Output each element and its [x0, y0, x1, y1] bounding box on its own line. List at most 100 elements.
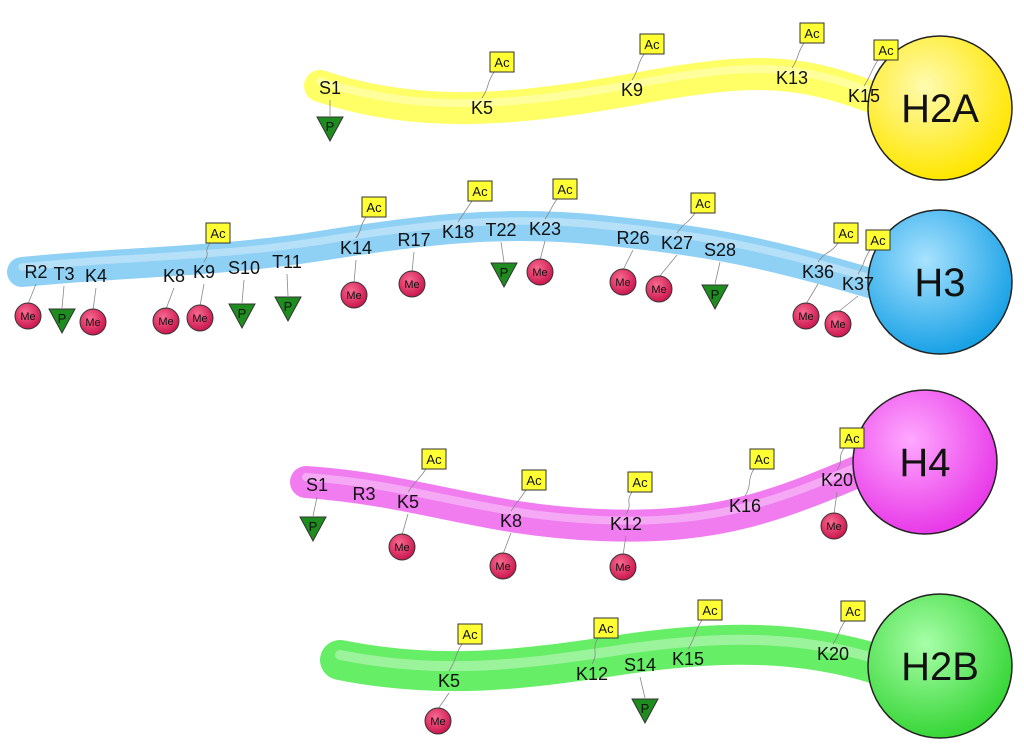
- site-label: K27: [661, 233, 693, 253]
- me-connector: [411, 251, 415, 273]
- acetyl-label: Ac: [426, 452, 442, 467]
- methyl-label: Me: [826, 521, 841, 533]
- methyl-tag: [792, 302, 820, 330]
- methyl-tag: [489, 552, 517, 580]
- phospho-label: P: [326, 119, 335, 134]
- phospho-label: P: [711, 287, 720, 302]
- histone-core: [867, 593, 1013, 739]
- tail-highlight: [302, 453, 884, 525]
- acetyl-label: Ac: [598, 621, 614, 636]
- methyl-tag: [526, 258, 554, 286]
- site-label: S1: [319, 78, 341, 98]
- me-connector: [92, 287, 97, 311]
- site-label: K20: [821, 470, 853, 490]
- histone-name: H4: [899, 441, 950, 485]
- site-label: S14: [624, 655, 656, 675]
- methyl-tag: [645, 275, 673, 303]
- me-connector: [437, 692, 450, 710]
- methyl-label: Me: [394, 542, 409, 554]
- acetyl-label: Ac: [844, 431, 860, 446]
- phospho-label: P: [238, 306, 247, 321]
- histone-name: H3: [914, 261, 965, 305]
- site-label: K12: [610, 514, 642, 534]
- acetyl-label: Ac: [754, 452, 770, 467]
- site-s1: S1P: [299, 475, 328, 543]
- phospho-tag: [228, 303, 256, 330]
- phospho-tag: [48, 308, 76, 335]
- histone-tail: [320, 624, 900, 692]
- p-connector: [61, 285, 65, 309]
- site-s1: S1P: [316, 78, 344, 143]
- site-label: K15: [848, 86, 880, 106]
- site-label: K20: [817, 644, 849, 664]
- methyl-tag: [820, 512, 848, 540]
- methyl-label: Me: [430, 716, 445, 728]
- me-connector: [165, 287, 175, 310]
- acetyl-label: Ac: [462, 627, 478, 642]
- acetyl-tag: [552, 178, 578, 200]
- acetyl-label: Ac: [644, 37, 660, 52]
- acetyl-tag: [593, 617, 619, 639]
- site-label: K15: [672, 649, 704, 669]
- acetyl-tag: [749, 448, 775, 470]
- histone-core: [867, 209, 1013, 355]
- acetyl-label: Ac: [526, 473, 542, 488]
- methyl-label: Me: [192, 313, 207, 325]
- ac-connector: [857, 249, 871, 275]
- acetyl-label: Ac: [366, 200, 382, 215]
- site-r3: R3: [352, 484, 375, 504]
- acetyl-label: Ac: [804, 26, 820, 41]
- ac-connector: [836, 447, 845, 471]
- me-connector: [833, 491, 838, 515]
- histone-tail: [304, 58, 896, 125]
- site-label: K4: [85, 266, 107, 286]
- ac-connector: [687, 619, 703, 650]
- acetyl-tag: [690, 192, 716, 214]
- p-connector: [312, 496, 318, 517]
- phospho-tag: [701, 284, 729, 311]
- acetyl-tag: [833, 222, 859, 244]
- phospho-label: P: [309, 519, 318, 534]
- acetyl-tag: [489, 51, 515, 73]
- methyl-tag: [388, 533, 416, 561]
- histone-core: [852, 389, 998, 535]
- ac-connector: [591, 637, 599, 665]
- acetyl-tag: [421, 448, 447, 470]
- p-connector: [500, 241, 505, 263]
- tail-highlight: [335, 634, 885, 672]
- acetyl-tag: [799, 22, 825, 44]
- site-label: S28: [704, 240, 736, 260]
- acetyl-tag: [697, 599, 723, 621]
- histone-name: H2B: [901, 645, 979, 689]
- phospho-label: P: [284, 299, 293, 314]
- phospho-tag: [274, 296, 302, 323]
- acetyl-label: Ac: [838, 226, 854, 241]
- ac-connector: [510, 489, 527, 512]
- acetyl-tag: [521, 469, 547, 491]
- acetyl-tag: [627, 471, 653, 493]
- site-label: K5: [397, 492, 419, 512]
- acetyl-label: Ac: [870, 233, 886, 248]
- methyl-label: Me: [20, 311, 35, 323]
- acetyl-label: Ac: [845, 604, 861, 619]
- site-k15: K15 Ac: [672, 599, 723, 669]
- histone-tail: [290, 446, 896, 542]
- ac-connector: [744, 468, 755, 497]
- methyl-tag: [186, 304, 214, 332]
- me-connector: [353, 259, 357, 284]
- acetyl-label: Ac: [702, 603, 718, 618]
